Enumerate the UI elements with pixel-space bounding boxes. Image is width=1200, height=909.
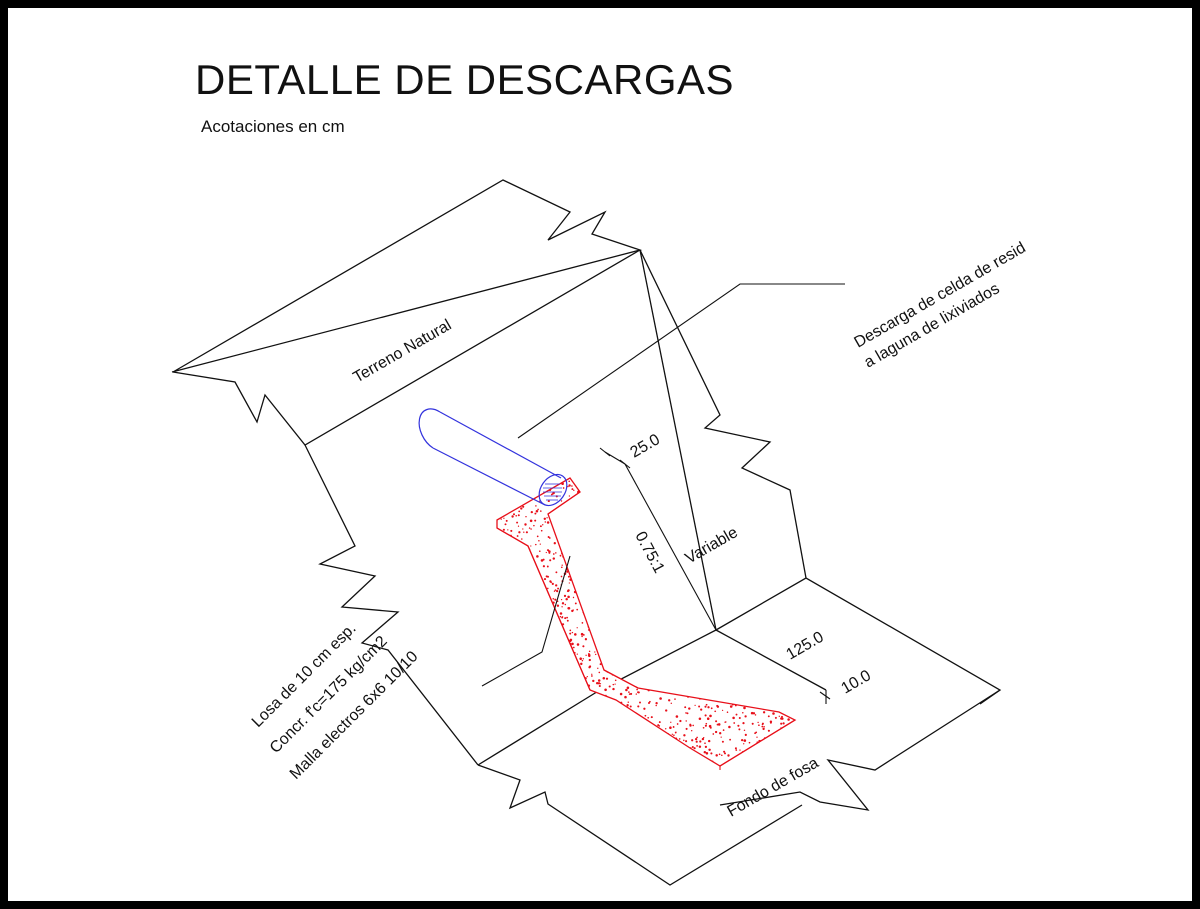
isometric-detail-drawing: Terreno Natural Descarga de celda de res…	[171, 179, 1029, 886]
floor-left-edge	[477, 689, 601, 766]
trench-left-slope	[304, 444, 479, 766]
discharge-pipe	[418, 408, 568, 507]
trench-center-edge	[639, 249, 717, 631]
trench-floor-right-end	[719, 689, 1001, 811]
ground-outline-upper	[171, 179, 643, 373]
label-fondo-de-fosa: Fondo de fosa	[725, 755, 822, 821]
losa-leader	[481, 555, 571, 687]
label-variable: Variable	[683, 524, 741, 568]
label-slope: 0.75:1	[631, 529, 667, 576]
drawing-sheet: DETALLE DE DESCARGAS Acotaciones en cm	[8, 8, 1192, 901]
descarga-leader	[517, 283, 845, 439]
trench-floor-front	[477, 764, 803, 886]
label-descarga-line1: Descarga de celda de resid	[852, 239, 1029, 351]
trench-right-slope	[639, 249, 807, 579]
drawing-title: DETALLE DE DESCARGAS	[195, 56, 735, 103]
drawing-subtitle: Acotaciones en cm	[201, 117, 345, 136]
label-terreno-natural: Terreno Natural	[351, 317, 455, 387]
pipe-outlet	[538, 473, 568, 507]
dim-variable-line	[624, 463, 717, 631]
label-dim-125: 125.0	[784, 629, 827, 664]
floor-dim-line	[715, 629, 827, 691]
label-dim-10: 10.0	[839, 667, 875, 697]
ground-outline-main	[172, 249, 641, 446]
label-dim-25: 25.0	[628, 431, 664, 461]
concrete-slab	[496, 477, 797, 770]
dim-10-tick	[819, 691, 831, 700]
